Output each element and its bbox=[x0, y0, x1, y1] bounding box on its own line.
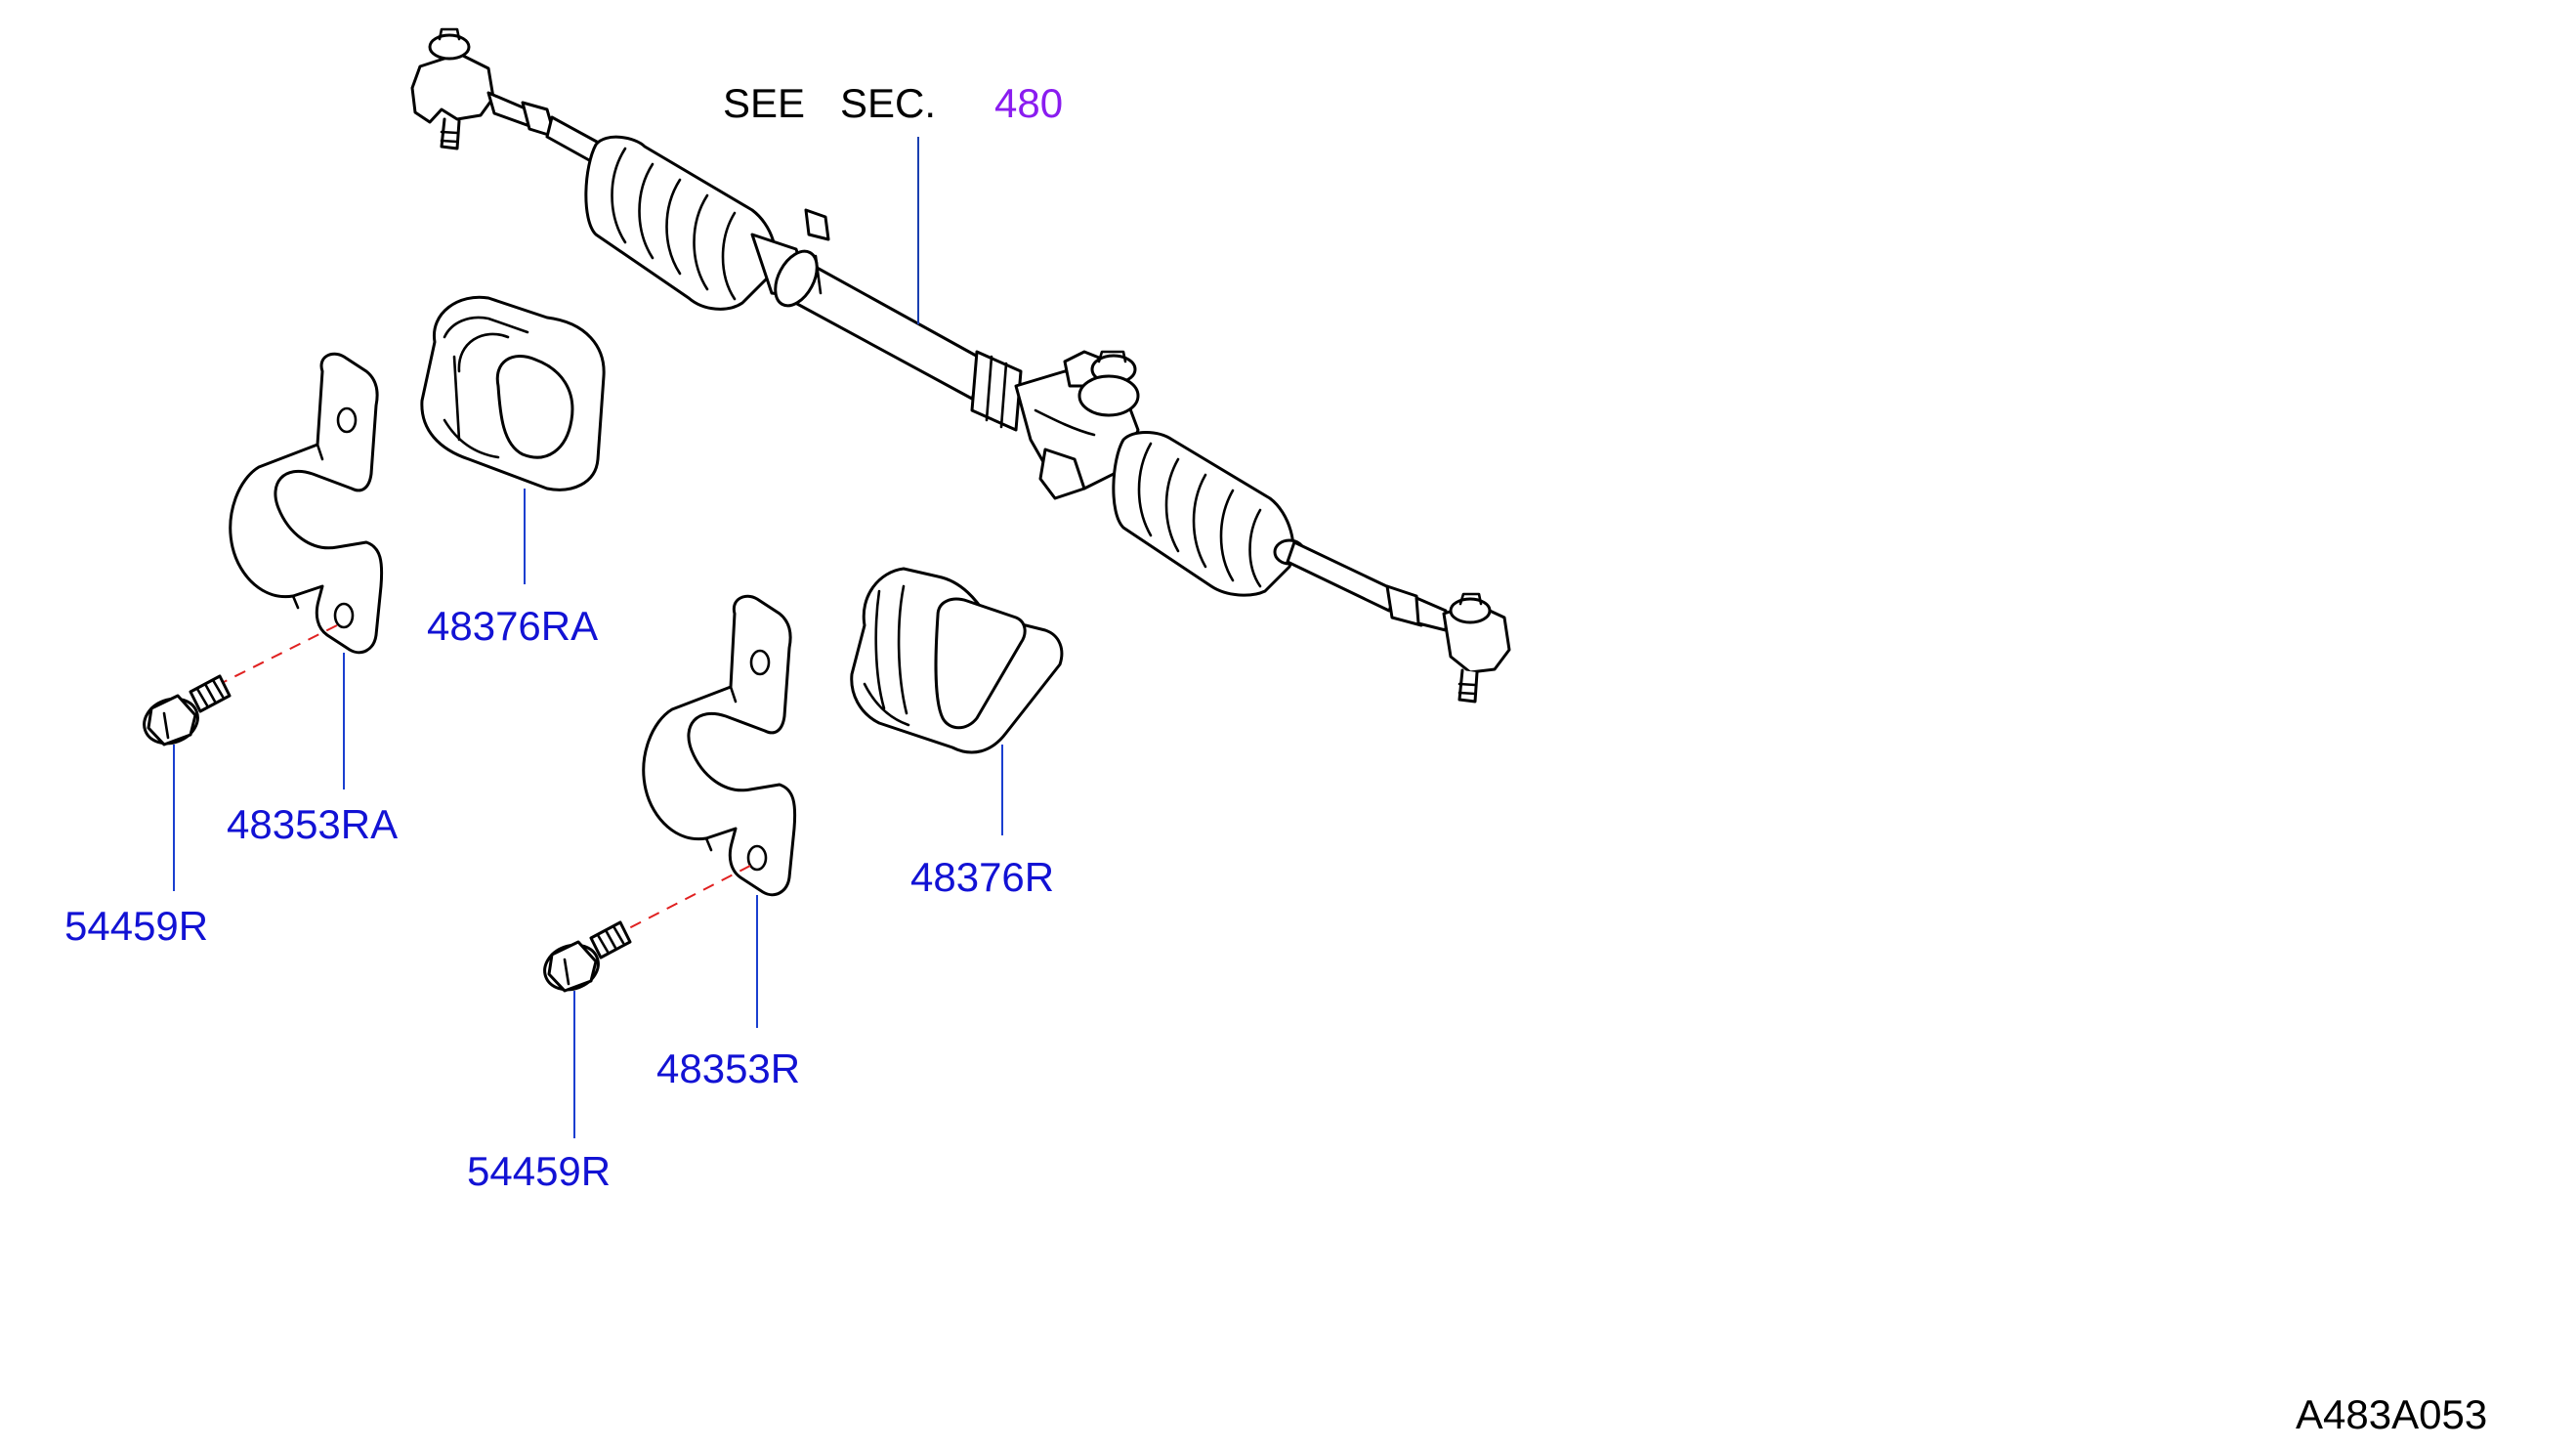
sec-label: SEC. bbox=[840, 80, 936, 126]
tie-rod-right bbox=[1286, 540, 1399, 613]
mount-bracket-lower bbox=[642, 594, 797, 897]
part-label-48376RA[interactable]: 48376RA bbox=[427, 603, 598, 649]
bolt-axis-lower bbox=[624, 865, 751, 931]
bolt-lower bbox=[543, 920, 632, 993]
part-label-54459R-lower[interactable]: 54459R bbox=[467, 1148, 611, 1194]
pinion-housing bbox=[1014, 350, 1140, 500]
tie-rod-end-right bbox=[1385, 584, 1511, 704]
rack-housing bbox=[774, 249, 1023, 432]
bolt-axis-upper bbox=[219, 624, 338, 685]
section-number-link[interactable]: 480 bbox=[994, 80, 1063, 126]
boot-right bbox=[1112, 431, 1306, 597]
part-label-54459R-upper[interactable]: 54459R bbox=[64, 903, 208, 949]
steering-gear-assembly bbox=[410, 27, 1511, 704]
mount-bushing-lower bbox=[850, 567, 1064, 754]
mount-bracket-upper bbox=[229, 352, 384, 655]
see-label: SEE bbox=[723, 80, 805, 126]
part-label-48376R[interactable]: 48376R bbox=[910, 854, 1054, 900]
figure-id: A483A053 bbox=[2296, 1391, 2487, 1437]
bolt-upper bbox=[143, 674, 232, 746]
tie-rod-end-left bbox=[410, 27, 557, 150]
part-label-48353R[interactable]: 48353R bbox=[656, 1045, 800, 1091]
mount-bushing-upper bbox=[420, 295, 606, 491]
part-label-48353RA[interactable]: 48353RA bbox=[227, 801, 398, 847]
